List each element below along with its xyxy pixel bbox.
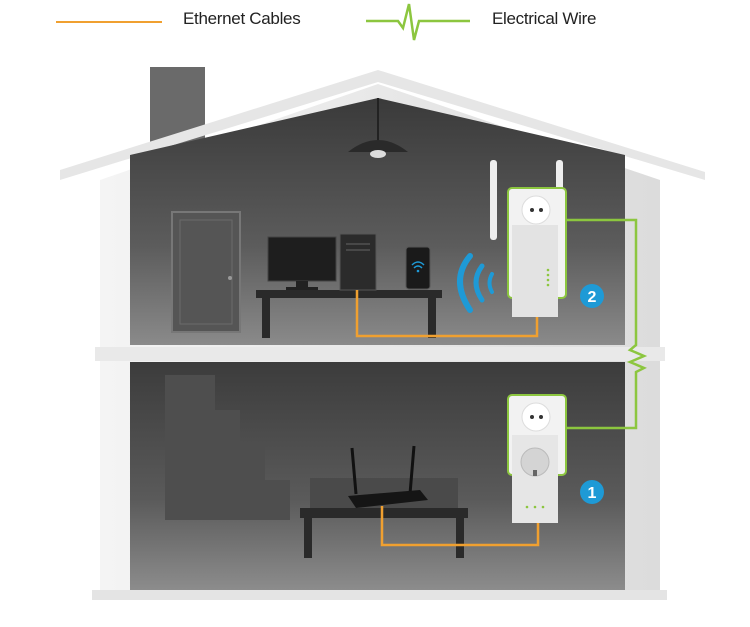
adapter-badge-number: 1 (588, 485, 597, 502)
desk (256, 290, 442, 338)
extender-badge (580, 284, 604, 308)
ethernet-cable-lower (380, 506, 540, 547)
legend-marks (56, 3, 470, 41)
extender-badge-number: 2 (588, 289, 597, 306)
electrical-legend-label: Electrical Wire (492, 9, 597, 28)
upper-room (130, 98, 625, 345)
monitor (267, 236, 337, 290)
ethernet-cable-upper (355, 290, 539, 338)
router (348, 445, 428, 508)
electrical-wire (565, 218, 648, 430)
ground (92, 590, 667, 600)
powerline-adapter (507, 394, 567, 523)
smartphone (405, 246, 431, 290)
wifi-signal-icon (457, 253, 494, 313)
ethernet-legend-label: Ethernet Cables (183, 9, 301, 28)
pc-tower (339, 233, 377, 291)
staircase (165, 375, 290, 520)
floor-slab (95, 347, 665, 361)
wifi-extender (490, 160, 567, 317)
adapter-badge (580, 480, 604, 504)
legend: Ethernet Cables Electrical Wire (0, 0, 750, 44)
ceiling-lamp (348, 98, 408, 158)
door (171, 211, 241, 333)
electrical-legend-line (366, 3, 470, 41)
